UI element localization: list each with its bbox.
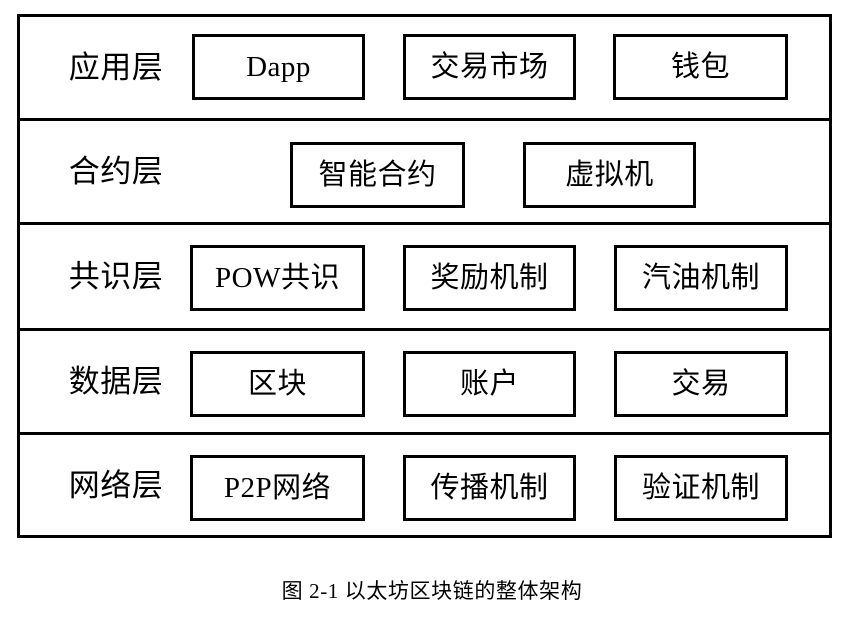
- node-box-reward-mechanism[interactable]: 奖励机制: [403, 245, 576, 311]
- layer-row-consensus: 共识层 POW共识 奖励机制 汽油机制: [20, 222, 829, 328]
- node-box-account[interactable]: 账户: [403, 351, 576, 417]
- layer-row-application: 应用层 Dapp 交易市场 钱包: [20, 17, 829, 118]
- node-box-gas-mechanism[interactable]: 汽油机制: [614, 245, 788, 311]
- layer-label-network: 网络层: [68, 467, 164, 503]
- architecture-frame: 应用层 Dapp 交易市场 钱包 合约层 智能合约 虚拟机 共识层 POW共识 …: [17, 14, 832, 538]
- node-box-dapp[interactable]: Dapp: [192, 34, 365, 100]
- node-box-smart-contract[interactable]: 智能合约: [290, 142, 465, 208]
- layer-label-contract: 合约层: [68, 154, 164, 189]
- layer-row-contract: 合约层 智能合约 虚拟机: [20, 118, 829, 222]
- node-box-verification-mechanism[interactable]: 验证机制: [614, 455, 788, 521]
- node-box-propagation-mechanism[interactable]: 传播机制: [403, 455, 576, 521]
- node-box-p2p-network[interactable]: P2P网络: [190, 455, 365, 521]
- layer-label-application: 应用层: [68, 50, 164, 85]
- node-box-block[interactable]: 区块: [190, 351, 365, 417]
- node-box-wallet[interactable]: 钱包: [613, 34, 788, 100]
- layer-row-data: 数据层 区块 账户 交易: [20, 328, 829, 432]
- node-box-pow-consensus[interactable]: POW共识: [190, 245, 365, 311]
- layer-label-consensus: 共识层: [68, 259, 164, 294]
- layer-label-data: 数据层: [68, 364, 164, 399]
- layer-row-network: 网络层 P2P网络 传播机制 验证机制: [20, 432, 829, 535]
- node-box-trading-market[interactable]: 交易市场: [403, 34, 576, 100]
- node-box-virtual-machine[interactable]: 虚拟机: [523, 142, 696, 208]
- figure-caption: 图 2-1 以太坊区块链的整体架构: [281, 579, 583, 603]
- node-box-transaction[interactable]: 交易: [614, 351, 788, 417]
